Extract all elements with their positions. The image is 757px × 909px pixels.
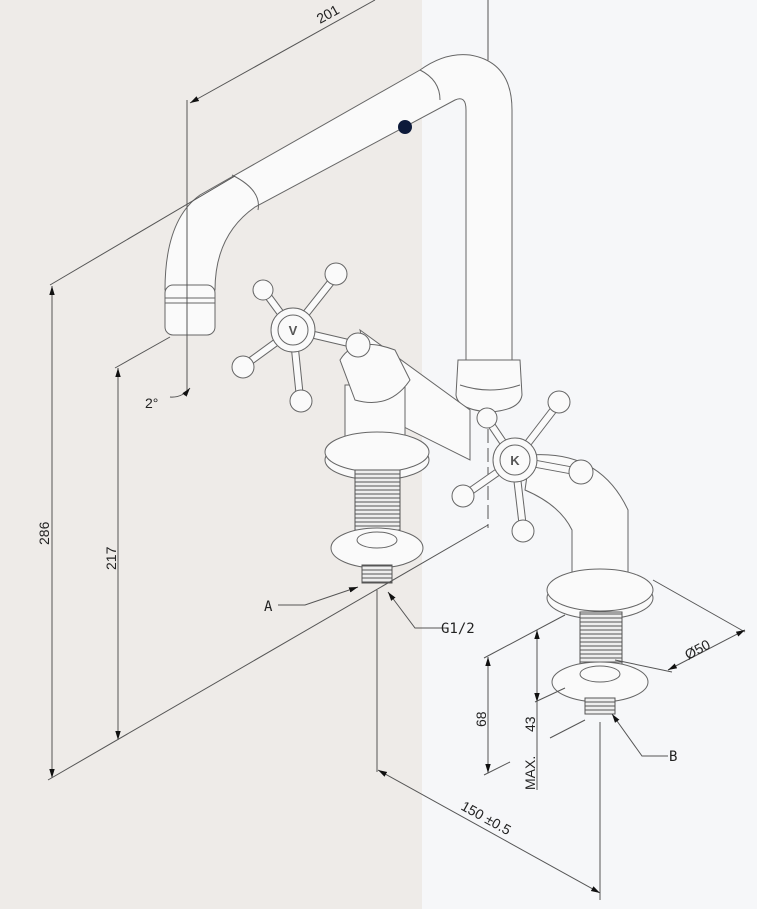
right-valve: K [451, 390, 654, 715]
handle-letter-k: K [510, 453, 520, 468]
left-handle[interactable]: V [231, 262, 371, 413]
dimension-lines [47, 0, 746, 900]
dim-total-height: 286 [36, 521, 52, 545]
dim-flange-diameter: Ø50 [682, 636, 713, 663]
dim-centers: 150 ±0.5 [459, 798, 515, 838]
dim-spout-height: 217 [103, 546, 119, 570]
dim-spout-reach: 201 [314, 1, 342, 26]
dim-max-label: MAX. [522, 756, 538, 790]
hotspot-marker[interactable] [398, 120, 412, 134]
callout-b: B [669, 749, 677, 765]
left-valve: V [231, 262, 430, 584]
right-handle[interactable]: K [451, 390, 594, 543]
callout-thread: G1/2 [441, 621, 475, 637]
handle-letter-v: V [289, 323, 298, 338]
spout [164, 54, 523, 413]
dim-max-thickness: 43 [522, 716, 538, 732]
callout-a: A [264, 599, 273, 615]
dim-spout-angle: 2° [145, 395, 158, 411]
dim-shank-length: 68 [473, 711, 489, 727]
